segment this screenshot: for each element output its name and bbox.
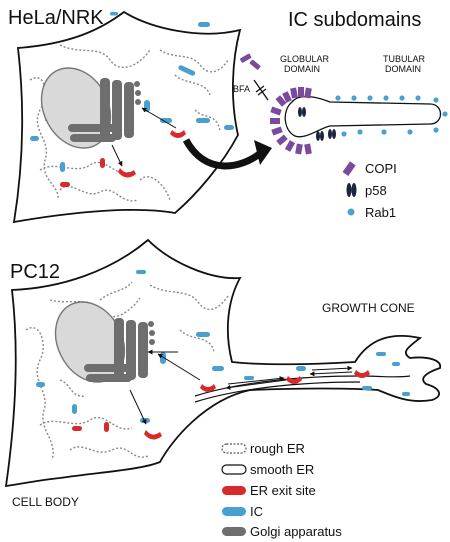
er-exit-sites-bottom	[72, 370, 370, 440]
legend-rough-er: rough ER	[250, 441, 305, 456]
legend: rough ER smooth ER ER exit site IC Golgi…	[221, 441, 342, 539]
bfa-label: BFA	[233, 84, 250, 94]
copi-label: COPI	[365, 161, 397, 176]
rab1-dots	[335, 95, 448, 137]
copi-coat	[270, 87, 312, 155]
transition-arrowhead	[254, 140, 272, 165]
bottom-panel-title: PC12	[10, 261, 60, 283]
top-panel-title: HeLa/NRK	[8, 7, 104, 29]
ic-organelle	[270, 87, 448, 155]
golgi-stack-top	[68, 78, 141, 142]
ic-title: IC subdomains	[288, 9, 421, 31]
globular-label-2: DOMAIN	[284, 64, 320, 74]
legend-smooth-er: smooth ER	[250, 462, 314, 477]
er-exit-sites-top	[60, 130, 186, 187]
smooth-er-icon	[221, 464, 247, 475]
rough-er-icon	[221, 443, 247, 454]
ic-icon	[222, 507, 246, 516]
p58-icon	[346, 183, 357, 197]
copi-free-icons	[240, 53, 261, 70]
legend-ic: IC	[250, 504, 263, 519]
bottom-cell	[4, 238, 441, 488]
tubular-label-2: DOMAIN	[385, 64, 421, 74]
p58-receptors	[298, 107, 336, 141]
p58-label: p58	[365, 183, 387, 198]
growth-cone-label: GROWTH CONE	[322, 301, 415, 315]
er-exit-site-icon	[222, 486, 246, 495]
cell-body-label: CELL BODY	[12, 495, 79, 509]
legend-er-exit-site: ER exit site	[250, 483, 316, 498]
golgi-icon	[222, 527, 246, 536]
globular-label-1: GLOBULAR	[280, 54, 330, 64]
transition-arrow	[182, 138, 265, 170]
rab1-icon	[347, 208, 355, 216]
rab1-label: Rab1	[365, 205, 396, 220]
tubular-label-1: TUBULAR	[383, 54, 426, 64]
legend-golgi: Golgi apparatus	[250, 524, 342, 539]
bfa-inhibition-icon	[253, 79, 269, 101]
top-cell	[12, 10, 242, 224]
copi-icon	[342, 161, 356, 177]
ic-elements-top	[30, 12, 234, 172]
golgi-stack-bottom	[84, 318, 155, 382]
ic-elements-bottom	[36, 270, 410, 423]
ic-marker-legend: COPI p58 Rab1	[342, 161, 397, 220]
